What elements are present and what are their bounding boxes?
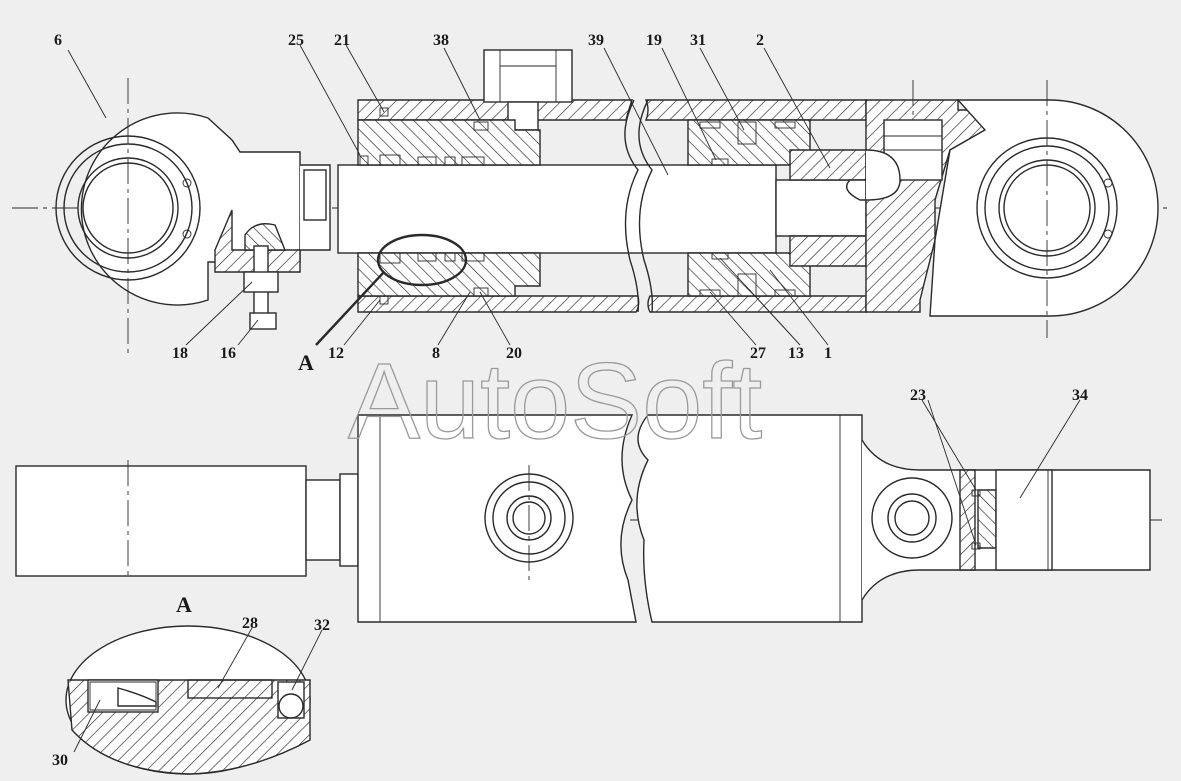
callout-38: 38 (433, 32, 449, 49)
view-label-a-pointer: A (298, 350, 314, 375)
callout-12: 12 (328, 345, 344, 362)
piston-1 (687, 119, 811, 297)
callout-30: 30 (52, 752, 68, 769)
rod-eye-left (55, 78, 331, 355)
callout-19: 19 (646, 32, 662, 49)
callout-1: 1 (824, 345, 832, 362)
callout-8: 8 (432, 345, 440, 362)
callout-25: 25 (288, 32, 304, 49)
callout-32: 32 (314, 617, 330, 634)
callout-18: 18 (172, 345, 188, 362)
view-label-a-detail: A (176, 592, 192, 617)
detail-a-marker (376, 233, 468, 287)
callout-2: 2 (756, 32, 764, 49)
gland-8 (357, 107, 541, 305)
exterior-view (15, 414, 1162, 623)
pin-34 (995, 469, 1053, 571)
callout-6: 6 (54, 32, 62, 49)
callout-27: 27 (750, 345, 766, 362)
callout-28: 28 (242, 615, 258, 632)
callout-39: 39 (588, 32, 604, 49)
callout-34: 34 (1072, 387, 1088, 404)
piston-rod-39 (337, 164, 777, 254)
callout-31: 31 (690, 32, 706, 49)
detail-a-view (65, 625, 311, 775)
cylinder-bottom (865, 80, 1159, 338)
callout-23: 23 (910, 387, 926, 404)
callout-20: 20 (506, 345, 522, 362)
callout-16: 16 (220, 345, 236, 362)
rod-eye-exterior (15, 465, 307, 577)
section-view (12, 49, 1172, 355)
watermark-text: AutoSoft (348, 340, 762, 461)
callout-13: 13 (788, 345, 804, 362)
tube-exterior-right (636, 414, 863, 623)
leader-lines (67, 44, 1081, 753)
callout-21: 21 (334, 32, 350, 49)
cylinder-tube (357, 99, 867, 313)
callout-numbers: 6 25 21 38 39 19 31 2 18 16 12 8 20 27 1… (52, 32, 1088, 769)
